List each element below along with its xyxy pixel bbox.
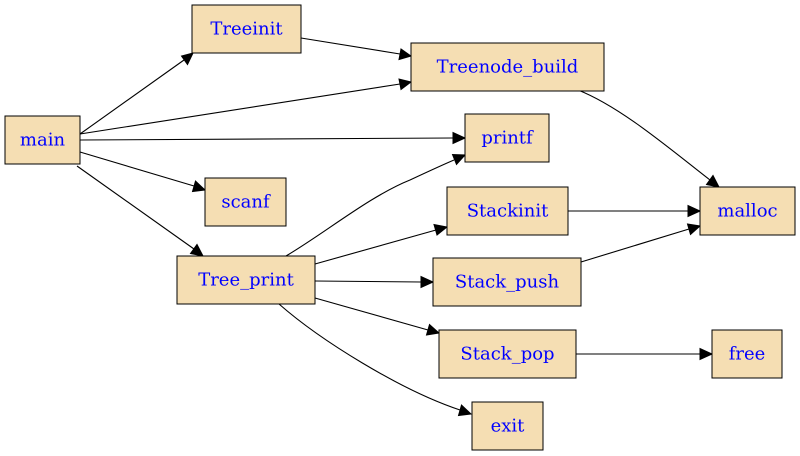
- node-scanf[interactable]: scanf: [204, 177, 287, 227]
- node-treenode-build-label: Treenode_build: [437, 57, 579, 78]
- edge-treeinit-treenode-build: [300, 37, 413, 61]
- node-main[interactable]: main: [4, 115, 81, 165]
- node-free[interactable]: free: [711, 329, 783, 379]
- edge-main-treenode-build: [79, 78, 413, 135]
- node-free-label: free: [729, 344, 766, 365]
- edge-tree-print-stackinit: [314, 223, 449, 265]
- edge-tree-print-stack-push: [314, 275, 435, 289]
- node-malloc[interactable]: malloc: [699, 186, 796, 236]
- edge-stackinit-malloc: [568, 204, 702, 218]
- node-exit[interactable]: exit: [471, 401, 544, 451]
- edges: [76, 37, 720, 417]
- node-stack-pop-label: Stack_pop: [460, 344, 554, 365]
- node-main-label: main: [20, 130, 66, 151]
- node-stackinit-label: Stackinit: [467, 201, 549, 222]
- edge-tree-print-stack-pop: [314, 297, 441, 336]
- edge-main-tree-print: [76, 165, 204, 257]
- node-exit-label: exit: [491, 416, 526, 437]
- node-printf[interactable]: printf: [464, 113, 550, 163]
- edge-main-printf: [79, 131, 467, 145]
- node-stack-push[interactable]: Stack_push: [432, 257, 582, 307]
- edge-main-scanf: [79, 151, 207, 193]
- nodes: main Treeinit Treenode_build printf scan…: [4, 4, 796, 451]
- node-printf-label: printf: [481, 128, 534, 149]
- node-stack-pop[interactable]: Stack_pop: [438, 329, 577, 379]
- node-tree-print-label: Tree_print: [198, 270, 294, 291]
- node-stack-push-label: Stack_push: [455, 272, 560, 293]
- edge-treenode-build-malloc: [577, 89, 720, 188]
- node-scanf-label: scanf: [221, 192, 271, 213]
- node-stackinit[interactable]: Stackinit: [446, 186, 569, 236]
- edge-tree-print-printf: [285, 153, 467, 257]
- node-tree-print[interactable]: Tree_print: [176, 255, 316, 305]
- edge-main-treeinit: [79, 52, 194, 135]
- node-malloc-label: malloc: [717, 201, 777, 222]
- node-treeinit[interactable]: Treeinit: [191, 4, 302, 54]
- edge-stack-push-malloc: [580, 223, 702, 263]
- edge-tree-print-exit: [278, 303, 473, 417]
- node-treeinit-label: Treeinit: [210, 19, 283, 40]
- node-treenode-build[interactable]: Treenode_build: [410, 42, 605, 92]
- edge-stack-pop-free: [576, 347, 714, 361]
